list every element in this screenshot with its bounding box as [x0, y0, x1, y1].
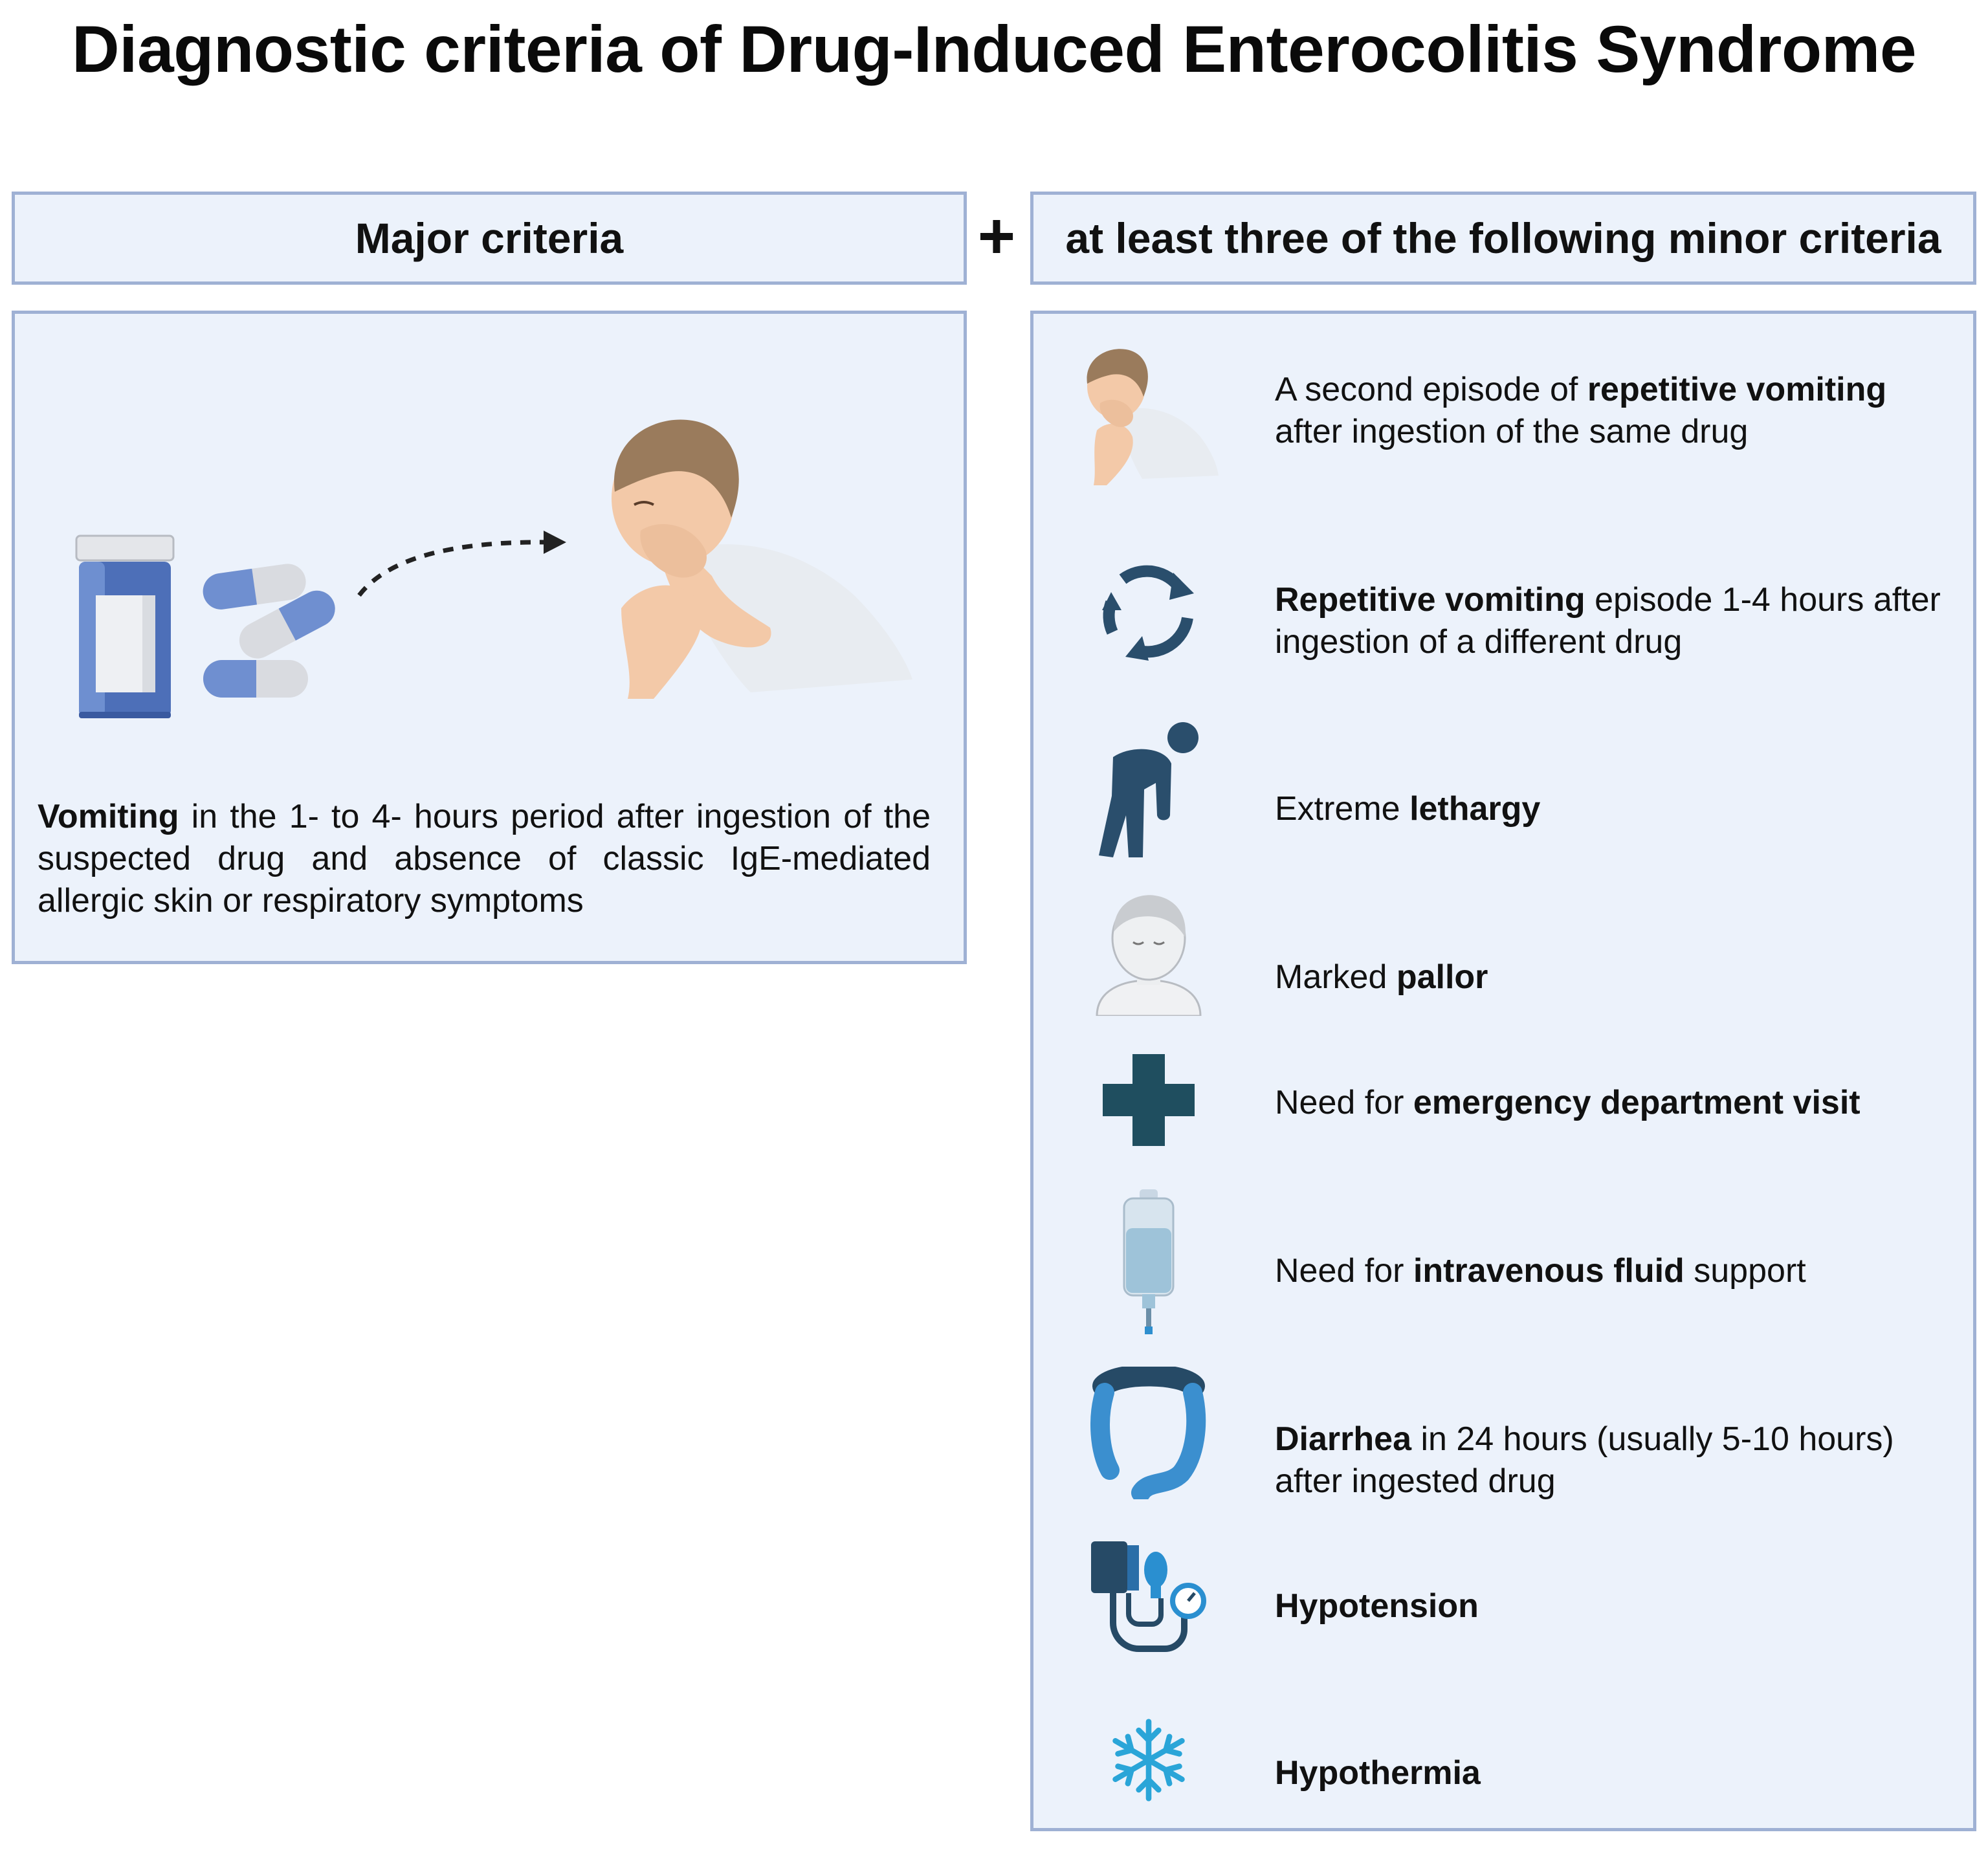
vomiting-person-large-icon: [612, 419, 912, 699]
minor-criteria-label: at least three of the following minor cr…: [1065, 214, 1941, 262]
vomiting-person-icon: [1087, 349, 1219, 485]
minor-criterion-9: Hypothermia: [1275, 1754, 1481, 1792]
dashed-arrow-icon: [357, 531, 566, 597]
lethargic-person-icon: [1099, 722, 1198, 857]
major-criteria-text: Vomiting in the 1- to 4- hours period af…: [38, 798, 931, 919]
medical-cross-icon: [1103, 1054, 1195, 1146]
intestine-icon: [1090, 1367, 1206, 1499]
major-criteria-header: Major criteria: [12, 192, 967, 285]
minor-criterion-8: Hypotension: [1275, 1587, 1479, 1625]
snowflake-icon: [1112, 1719, 1185, 1801]
blood-pressure-cuff-icon: [1091, 1541, 1206, 1652]
minor-criterion-6: Need for intravenous fluid support: [1275, 1252, 1806, 1290]
minor-criterion-4: Marked pallor: [1275, 958, 1488, 996]
page-title: Diagnostic criteria of Drug-Induced Ente…: [71, 12, 1917, 86]
minor-criteria-header: at least three of the following minor cr…: [1030, 192, 1976, 285]
minor-criterion-3: Extreme lethargy: [1275, 790, 1541, 828]
minor-criteria-panel: [1030, 311, 1976, 1831]
minor-criterion-7: Diarrhea in 24 hours (usually 5-10 hours…: [1275, 1420, 1894, 1500]
pale-child-icon: [1096, 895, 1202, 1016]
major-criteria-label: Major criteria: [355, 214, 624, 262]
pill-bottle-icon: [75, 534, 175, 718]
minor-criterion-5: Need for emergency department visit: [1275, 1084, 1861, 1121]
minor-criterion-2: Repetitive vomiting episode 1-4 hours af…: [1275, 581, 1941, 661]
cycle-arrows-icon: [1102, 565, 1194, 661]
iv-bag-icon: [1123, 1189, 1175, 1334]
plus-sign: +: [977, 199, 1016, 272]
capsule-pills-icon: [203, 564, 335, 698]
minor-criterion-1: A second episode of repetitive vomiting …: [1275, 371, 1887, 450]
